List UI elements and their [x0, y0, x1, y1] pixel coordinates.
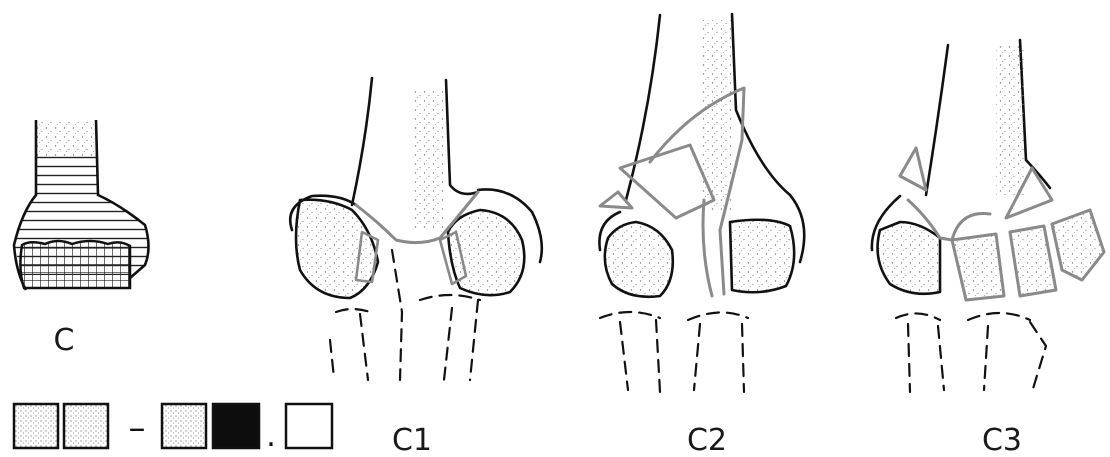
- severity-legend: – .: [14, 404, 332, 454]
- label-type-c: C: [54, 323, 75, 358]
- c1-elbow-drawing: [290, 78, 542, 380]
- label-c1: C1: [392, 423, 432, 457]
- legend-swatch-empty: [286, 404, 332, 448]
- legend-swatch-stippled-1: [14, 404, 58, 448]
- legend-swatch-stippled-2: [64, 404, 108, 448]
- legend-dot: .: [266, 419, 276, 454]
- legend-dash: –: [129, 408, 146, 448]
- c2-elbow-drawing: [599, 14, 804, 392]
- label-c2: C2: [687, 423, 727, 457]
- c3-elbow-drawing: [872, 40, 1104, 392]
- label-c3: C3: [982, 423, 1022, 457]
- legend-swatch-solid-black: [213, 404, 259, 448]
- schematic-c-bone: [14, 120, 149, 290]
- legend-swatch-stippled-3: [162, 404, 206, 448]
